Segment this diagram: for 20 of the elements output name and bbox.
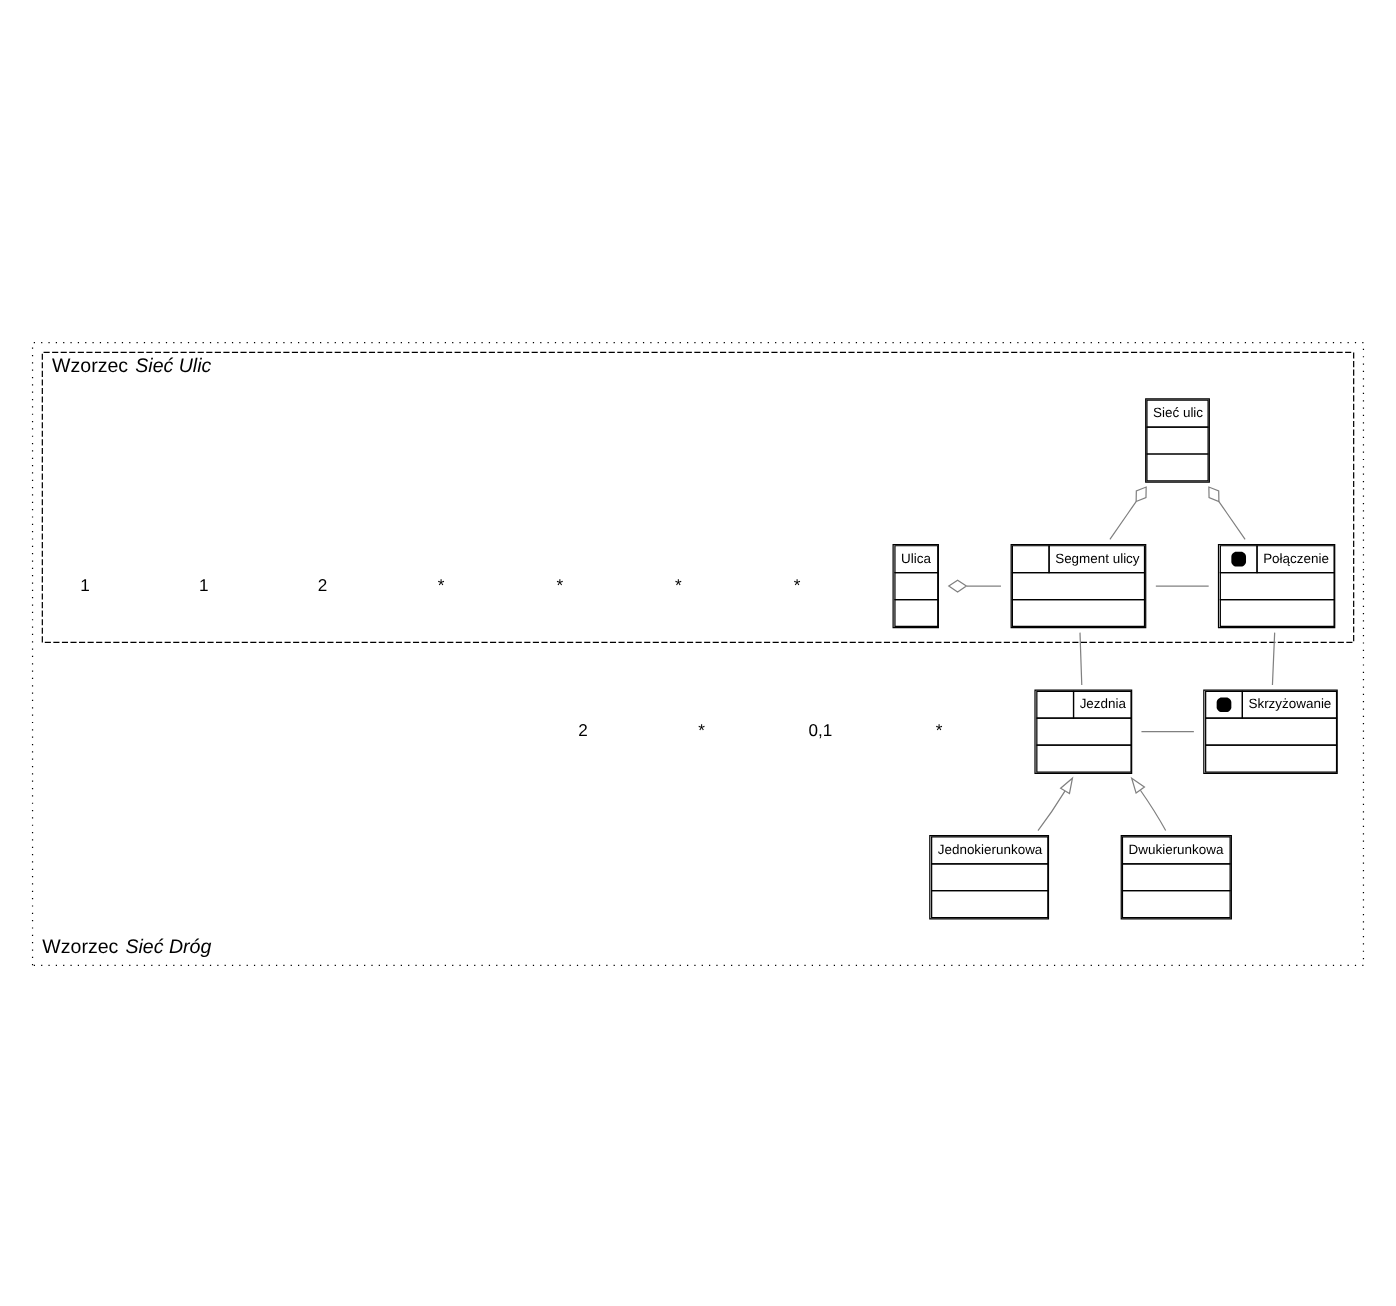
label: 2 — [578, 719, 588, 740]
connector — [1208, 485, 1246, 539]
arrow — [1130, 775, 1167, 831]
connector — [1271, 631, 1276, 685]
connector — [947, 578, 1002, 592]
label: * — [698, 719, 705, 740]
connector — [1140, 730, 1195, 732]
connector — [1109, 485, 1147, 539]
connector — [1155, 584, 1210, 586]
label: * — [793, 573, 801, 594]
label: * — [935, 719, 943, 740]
connector — [1079, 631, 1083, 685]
label: * — [556, 573, 564, 594]
label: 1 — [199, 573, 209, 594]
label: 1 — [80, 573, 90, 594]
arrow — [1037, 775, 1074, 831]
label: 2 — [317, 573, 328, 594]
label: 0,1 — [808, 719, 833, 740]
label: * — [437, 573, 445, 594]
label: * — [675, 573, 682, 594]
